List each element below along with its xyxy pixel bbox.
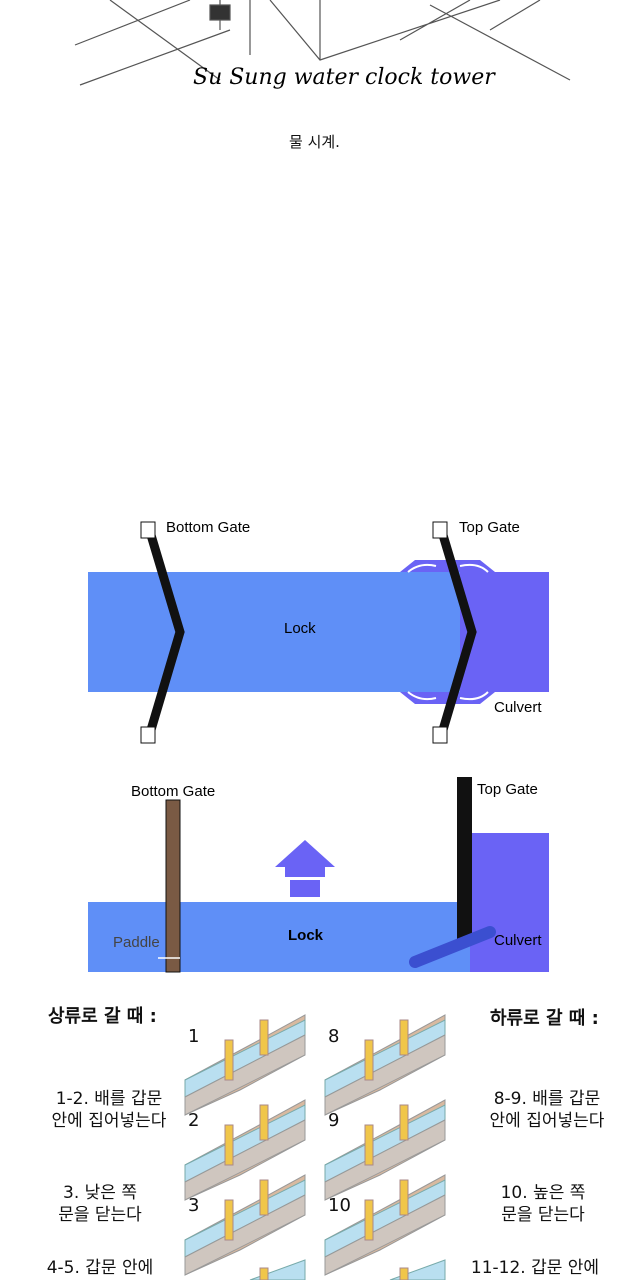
step-text: 안에 집어넣는다: [51, 1111, 167, 1131]
gate-post: [432, 521, 448, 539]
lock-step-block-partial: [389, 1259, 446, 1280]
flow-arrow-icon: [407, 563, 489, 701]
step-text: 문을 닫는다: [58, 1205, 142, 1225]
step-text: 8-9. 배를 갑문: [493, 1089, 601, 1109]
lock-water: [88, 572, 460, 692]
bottom-gate-label: Bottom Gate: [166, 519, 250, 536]
rising-water-arrow-icon: [275, 840, 335, 897]
step-number: 2: [188, 1110, 200, 1131]
bottom-gate: [165, 799, 181, 973]
lock-label: Lock: [284, 620, 316, 637]
culvert-label: Culvert: [494, 699, 542, 716]
step-text: 1-2. 배를 갑문: [55, 1089, 163, 1109]
step-number: 9: [328, 1110, 340, 1131]
culvert-pipe: [409, 926, 496, 968]
upper-water: [470, 833, 549, 972]
top-gate: [457, 777, 472, 940]
step-number: 8: [328, 1026, 340, 1047]
step-text: 10. 높은 쪽: [500, 1183, 586, 1203]
lock-step-block: [184, 1014, 306, 1116]
top-gate-label: Top Gate: [477, 781, 538, 798]
lock-steps-illustration: [184, 1014, 446, 1280]
sketch-caption: Su Sung water clock tower: [193, 65, 496, 90]
step-text: 문을 닫는다: [501, 1205, 585, 1225]
lock-side-view-diagram: Bottom Gate Top Gate Lock Paddle Culvert: [88, 777, 549, 973]
lock-label: Lock: [288, 927, 324, 944]
step-text: 안에 집어넣는다: [489, 1111, 605, 1131]
gate-post: [140, 521, 156, 539]
downstream-title: 하류로 갈 때 :: [490, 1008, 599, 1029]
top-gate-label: Top Gate: [459, 519, 520, 536]
step-text: 4-5. 갑문 안에: [46, 1258, 154, 1278]
culvert-label: Culvert: [494, 932, 542, 949]
step-text: 11-12. 갑문 안에: [470, 1258, 600, 1278]
upstream-title: 상류로 갈 때 :: [48, 1006, 157, 1027]
water-clock-caption: 물 시계.: [289, 133, 340, 151]
bottom-gate-label: Bottom Gate: [131, 783, 215, 800]
step-number: 3: [188, 1195, 200, 1216]
water-clock-sketch: Su Sung water clock tower: [74, 0, 571, 90]
top-gate: [435, 523, 477, 742]
paddle-label: Paddle: [113, 934, 160, 951]
lock-step-block: [324, 1014, 446, 1116]
bottom-gate: [143, 523, 185, 742]
step-text: 3. 낮은 쪽: [63, 1183, 137, 1203]
gate-post: [140, 726, 156, 744]
step-left-3: 4-5. 갑문 안에: [35, 1257, 165, 1279]
gate-post: [432, 726, 448, 744]
step-number: 10: [328, 1195, 351, 1216]
step-right-3: 11-12. 갑문 안에: [455, 1257, 615, 1279]
lock-top-view-diagram: Bottom Gate Top Gate Lock Culvert: [88, 519, 549, 744]
lock-step-block-partial: [249, 1259, 306, 1280]
step-number: 1: [188, 1026, 200, 1047]
